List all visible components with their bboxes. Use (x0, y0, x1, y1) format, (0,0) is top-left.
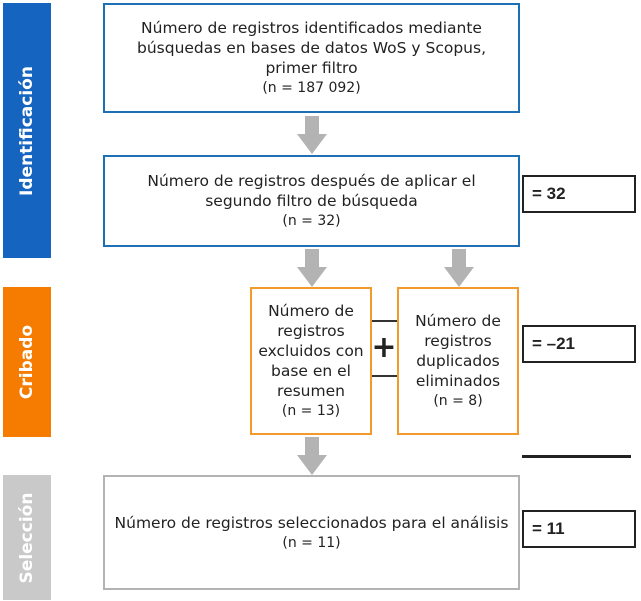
plus-operator: + (371, 330, 397, 365)
box-first-filter: Número de registros identificados median… (103, 3, 520, 113)
result-identification: = 32 (522, 175, 636, 213)
phase-identification: Identificación (3, 3, 51, 258)
phase-selection-label: Selección (17, 492, 37, 583)
result-screening: = –21 (522, 325, 636, 363)
result-identification-value: = 32 (532, 184, 566, 203)
box-duplicates: Número de registros duplicados eliminado… (397, 287, 519, 435)
box-selected-text: Número de registros seleccionados para e… (114, 513, 509, 532)
result-selection-value: = 11 (532, 519, 565, 538)
arrow-down-4 (297, 437, 327, 475)
box-selected: Número de registros seleccionados para e… (103, 475, 520, 590)
box-excluded: Número de registros excluidos con base e… (250, 287, 372, 435)
box-excluded-count: (n = 13) (281, 403, 341, 419)
sum-divider-line (522, 455, 631, 458)
arrow-down-3 (444, 249, 474, 287)
box-first-filter-text: Número de registros identificados median… (137, 19, 486, 77)
box-duplicates-count: (n = 8) (433, 393, 483, 409)
box-second-filter-text: Número de registros después de aplicar e… (147, 172, 476, 210)
box-excluded-text: Número de registros excluidos con base e… (258, 302, 364, 400)
box-second-filter: Número de registros después de aplicar e… (103, 155, 520, 247)
result-screening-value: = –21 (532, 334, 576, 353)
result-selection: = 11 (522, 510, 636, 548)
phase-identification-label: Identificación (17, 65, 37, 196)
phase-screening: Cribado (3, 287, 51, 437)
box-duplicates-text: Número de registros duplicados eliminado… (415, 312, 501, 390)
box-first-filter-count: (n = 187 092) (262, 80, 361, 96)
connector-bottom (372, 375, 397, 377)
arrow-down-1 (297, 116, 327, 154)
box-selected-count: (n = 11) (282, 534, 341, 551)
connector-top (372, 320, 397, 322)
phase-screening-label: Cribado (17, 324, 37, 400)
arrow-down-2 (297, 249, 327, 287)
phase-selection: Selección (3, 475, 51, 600)
box-second-filter-count: (n = 32) (282, 213, 341, 229)
